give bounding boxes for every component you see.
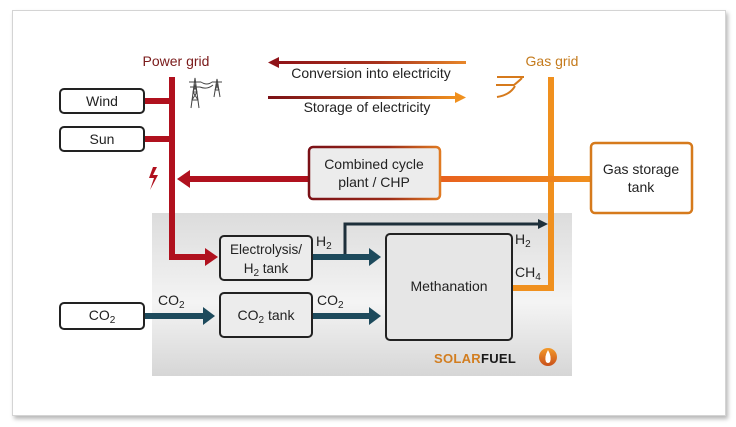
methanation-label: Methanation xyxy=(410,278,487,294)
chp-label-line2: plant / CHP xyxy=(338,174,410,190)
power-to-electrolysis-arrowhead xyxy=(205,248,218,266)
wind-box[interactable]: Wind xyxy=(59,88,145,114)
legend-conversion: Conversion into electricity xyxy=(268,57,466,81)
h2-bypass-line xyxy=(343,222,540,254)
methanation-box[interactable]: Methanation xyxy=(385,233,513,341)
h2-to-methanation-arrowhead xyxy=(369,248,381,266)
chp-to-power-grid-arrowhead xyxy=(177,170,190,188)
legend-storage: Storage of electricity xyxy=(268,92,466,115)
solarfuel-logo: SOLARFUEL xyxy=(434,348,557,366)
legend-conversion-label: Conversion into electricity xyxy=(291,65,451,81)
co2-to-methanation-line xyxy=(313,313,371,319)
gas-line-chp-storage xyxy=(440,176,592,182)
h2-bypass-label: H2 xyxy=(515,231,531,250)
electrolysis-box[interactable]: Electrolysis/ H2 tank xyxy=(219,235,313,281)
h2-out-label: H2 xyxy=(316,233,332,252)
electrolysis-label-line1: Electrolysis/ xyxy=(230,242,302,257)
co2-in-label: CO2 xyxy=(158,292,185,311)
chp-to-power-grid-line xyxy=(186,176,310,182)
co2-source-to-tank-line xyxy=(145,313,205,319)
gas-pipeline-icon xyxy=(496,76,524,98)
wind-connector xyxy=(145,98,171,104)
h2-to-methanation-line xyxy=(313,254,371,260)
gas-storage-label-line1: Gas storage xyxy=(603,161,679,177)
gas-storage-tank-box[interactable]: Gas storage tank xyxy=(589,141,694,215)
co2-tank-box[interactable]: CO2 tank xyxy=(219,292,313,338)
power-grid-label: Power grid xyxy=(143,53,210,69)
gas-grid-label: Gas grid xyxy=(526,53,579,69)
wind-label: Wind xyxy=(86,93,118,109)
gas-storage-label-line2: tank xyxy=(628,179,655,195)
transmission-tower-icon xyxy=(189,77,222,109)
legend-storage-label: Storage of electricity xyxy=(304,99,431,115)
co2-tank-label: CO2 tank xyxy=(238,307,296,326)
ch4-label: CH4 xyxy=(515,264,541,283)
logo-text: SOLARFUEL xyxy=(434,351,516,366)
h2-bypass-arrowhead xyxy=(538,219,548,229)
co2-to-methanation-arrowhead xyxy=(369,307,381,325)
sun-label: Sun xyxy=(90,131,115,147)
co2-source-label: CO2 xyxy=(89,307,116,326)
co2-out-label: CO2 xyxy=(317,292,344,311)
co2-source-box[interactable]: CO2 xyxy=(59,302,145,330)
lightning-bolt-icon xyxy=(149,167,158,190)
co2-source-to-tank-arrowhead xyxy=(203,307,215,325)
ch4-to-gas-grid-line xyxy=(512,285,554,291)
gas-grid-bus xyxy=(548,77,554,291)
electrolysis-label-line2: H2 tank xyxy=(244,261,289,279)
chp-label-line1: Combined cycle xyxy=(324,156,424,172)
sun-box[interactable]: Sun xyxy=(59,126,145,152)
power-grid-bus xyxy=(169,77,175,259)
flame-icon xyxy=(539,348,557,366)
sun-connector xyxy=(145,136,171,142)
power-to-electrolysis-line xyxy=(169,254,207,260)
chp-box[interactable]: Combined cycle plant / CHP xyxy=(307,145,442,201)
